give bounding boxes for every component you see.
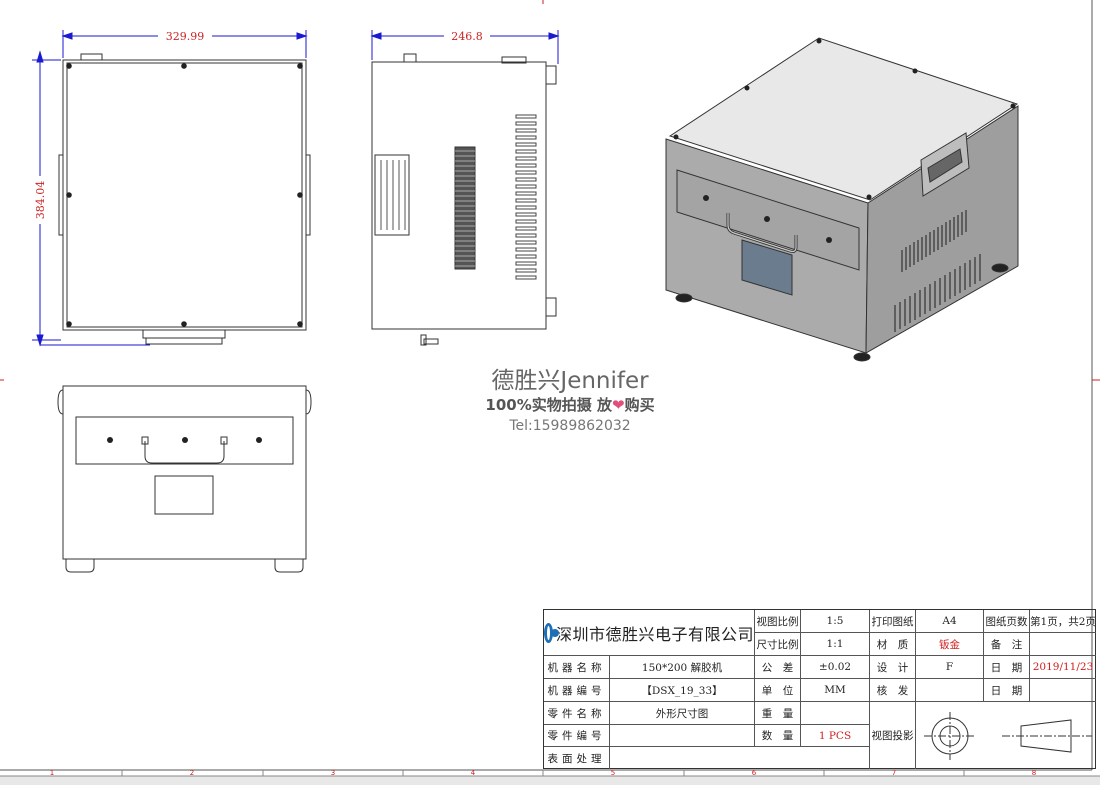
- border-number: 3: [331, 769, 335, 777]
- border-number: 6: [752, 769, 757, 777]
- label-view-scale: 视图比例: [755, 610, 801, 633]
- value-machine-no: 【DSX_19_33】: [610, 679, 755, 702]
- value-designer: F: [916, 656, 984, 679]
- label-machine-name: 机器名称: [544, 656, 610, 679]
- value-material: 钣金: [916, 633, 984, 656]
- value-paper: A4: [916, 610, 984, 633]
- border-number: 7: [892, 769, 896, 777]
- label-part-no: 零件编号: [544, 725, 610, 747]
- label-date-2: 日 期: [984, 679, 1030, 702]
- label-remarks: 备 注: [984, 633, 1030, 656]
- company-name-text: 深圳市德胜兴电子有限公司: [555, 624, 754, 644]
- company-name: 深圳市德胜兴电子有限公司: [544, 610, 755, 656]
- label-date: 日 期: [984, 656, 1030, 679]
- title-block: 深圳市德胜兴电子有限公司 视图比例 1:5 打印图纸 A4 图纸页数 第1页，共…: [543, 609, 1096, 769]
- label-tolerance: 公 差: [755, 656, 801, 679]
- label-design: 设 计: [870, 656, 916, 679]
- watermark-slogan: 100%实物拍摄 放❤购买: [0, 394, 1100, 415]
- value-issue: [916, 679, 984, 702]
- value-unit: MM: [801, 679, 870, 702]
- value-pages: 第1页，共2页: [1030, 610, 1096, 633]
- watermark-slogan-after: 购买: [624, 396, 655, 414]
- value-weight: [801, 702, 870, 725]
- dimension-front-width: 329.99: [166, 30, 205, 43]
- value-machine-name: 150*200 解胶机: [610, 656, 755, 679]
- value-view-scale: 1:5: [801, 610, 870, 633]
- value-tolerance: ±0.02: [801, 656, 870, 679]
- watermark-phone: Tel:15989862032: [509, 418, 631, 434]
- label-unit: 单 位: [755, 679, 801, 702]
- side-view: [371, 53, 557, 346]
- value-part-name: 外形尺寸图: [610, 702, 755, 725]
- dimension-front-height: 384.04: [34, 181, 47, 220]
- value-remarks: [1030, 633, 1096, 656]
- isometric-view: [665, 37, 1019, 362]
- border-number: 5: [611, 769, 615, 777]
- border-number: 1: [50, 769, 54, 777]
- label-print-paper: 打印图纸: [870, 610, 916, 633]
- label-part-name: 零件名称: [544, 702, 610, 725]
- label-page-count: 图纸页数: [984, 610, 1030, 633]
- label-size-scale: 尺寸比例: [755, 633, 801, 656]
- value-size-scale: 1:1: [801, 633, 870, 656]
- label-quantity: 数 量: [755, 725, 801, 747]
- watermark-slogan-before: 100%实物拍摄 放: [485, 396, 612, 414]
- front-dimensions: [32, 30, 308, 347]
- value-part-no: [610, 725, 755, 747]
- top-view: [57, 385, 312, 573]
- label-weight: 重 量: [755, 702, 801, 725]
- projection-symbol-icon: [924, 711, 1092, 760]
- value-date-2: [1030, 679, 1096, 702]
- watermark-brand: 德胜兴Jennifer: [491, 368, 649, 394]
- border-number: 4: [471, 769, 476, 777]
- label-surface: 表面处理: [544, 747, 610, 769]
- dimension-side-width: 246.8: [451, 30, 483, 43]
- label-material: 材 质: [870, 633, 916, 656]
- value-surface: [610, 747, 870, 769]
- border-number: 8: [1032, 769, 1036, 777]
- label-projection: 视图投影: [870, 702, 916, 769]
- heart-icon: ❤: [611, 396, 625, 414]
- front-view: [58, 53, 311, 345]
- company-logo-icon: [544, 622, 559, 643]
- projection-symbol: [916, 702, 1096, 769]
- label-machine-no: 机器编号: [544, 679, 610, 702]
- value-quantity: 1 PCS: [801, 725, 870, 747]
- label-issue: 核 发: [870, 679, 916, 702]
- border-number: 2: [190, 769, 194, 777]
- value-date: 2019/11/23: [1030, 656, 1096, 679]
